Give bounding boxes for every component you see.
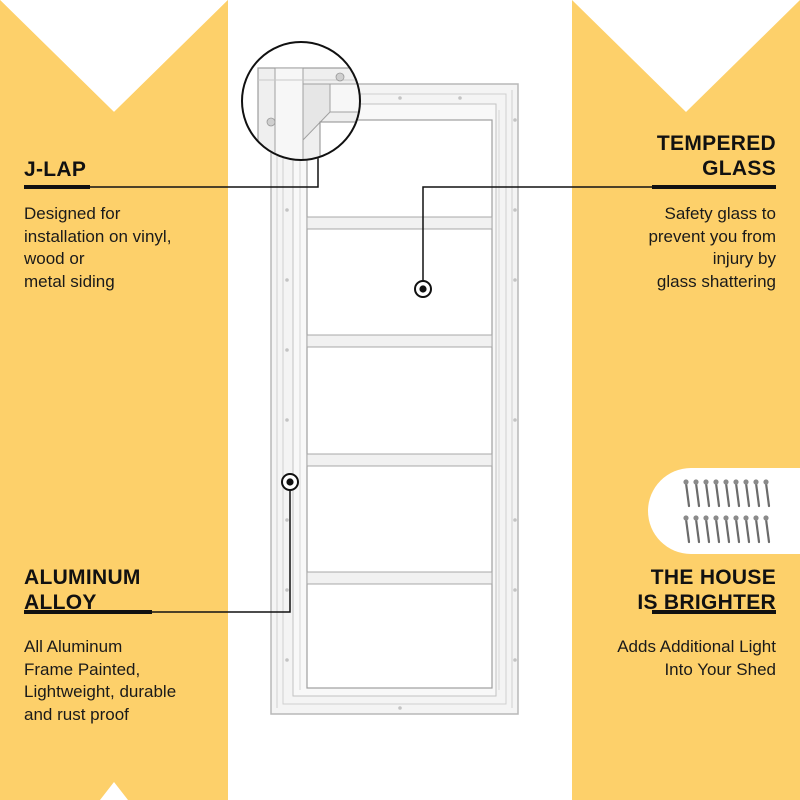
brighter-house-description: Adds Additional Light Into Your Shed [617,637,776,679]
tempered-glass-description: Safety glass to prevent you from injury … [648,204,776,291]
aluminum-alloy-title: ALUMINUM ALLOY [24,566,141,614]
aluminum-alloy-description: All Aluminum Frame Painted, Lightweight,… [24,637,177,724]
callout-dot-icon [281,473,299,491]
jlap-title: J-LAP [24,158,87,181]
brighter-house-title: THE HOUSE IS BRIGHTER [637,566,776,614]
window-grille [306,216,493,585]
left-yellow-band [0,0,228,800]
screw-pack-icon [648,468,800,554]
tempered-glass-title: TEMPERED GLASS [656,132,776,180]
callout-dot-icon [414,280,432,298]
jlap-description: Designed for installation on vinyl, wood… [24,204,172,291]
j-lap-detail-icon [241,41,361,161]
right-yellow-band [572,0,800,800]
